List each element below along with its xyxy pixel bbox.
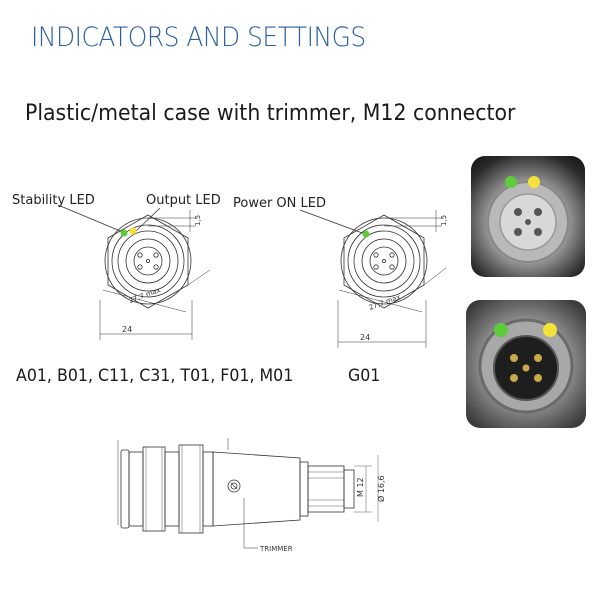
page-title: INDICATORS AND SETTINGS bbox=[31, 22, 366, 53]
connector-photo-bottom bbox=[466, 300, 586, 428]
output-led-label: Output LED bbox=[146, 193, 221, 208]
photo-top-yellow-led bbox=[528, 176, 540, 188]
thread-label: M 12 bbox=[356, 477, 365, 497]
connector-photo-bottom-drawing bbox=[478, 318, 574, 414]
connector-photo-top-drawing bbox=[487, 176, 569, 263]
side-view bbox=[117, 438, 379, 549]
stability-led bbox=[120, 229, 128, 237]
right-dim-width: 24 bbox=[360, 333, 370, 342]
left-models-label: A01, B01, C11, C31, T01, F01, M01 bbox=[16, 366, 294, 386]
right-dim-height: 1,5 bbox=[440, 215, 448, 226]
power-on-led bbox=[362, 230, 370, 238]
connector-photo-top bbox=[471, 156, 585, 277]
photo-top-green-led bbox=[505, 176, 517, 188]
page-subtitle: Plastic/metal case with trimmer, M12 con… bbox=[25, 101, 516, 126]
left-dim-height: 1,5 bbox=[194, 215, 202, 226]
photo-bottom-yellow-led bbox=[543, 323, 557, 337]
left-front-view bbox=[57, 204, 211, 340]
stability-led-label: Stability LED bbox=[12, 193, 95, 208]
left-dim-max: 27,7 max bbox=[128, 286, 162, 305]
output-led bbox=[129, 227, 137, 235]
power-on-led-label: Power ON LED bbox=[233, 196, 326, 211]
diameter-label: Ø 16,6 bbox=[376, 475, 386, 502]
trimmer-label: TRIMMER bbox=[259, 545, 293, 553]
right-front-view bbox=[299, 209, 447, 348]
left-dim-width: 24 bbox=[122, 325, 132, 334]
photo-bottom-green-led bbox=[494, 323, 508, 337]
right-models-label: G01 bbox=[348, 366, 381, 386]
